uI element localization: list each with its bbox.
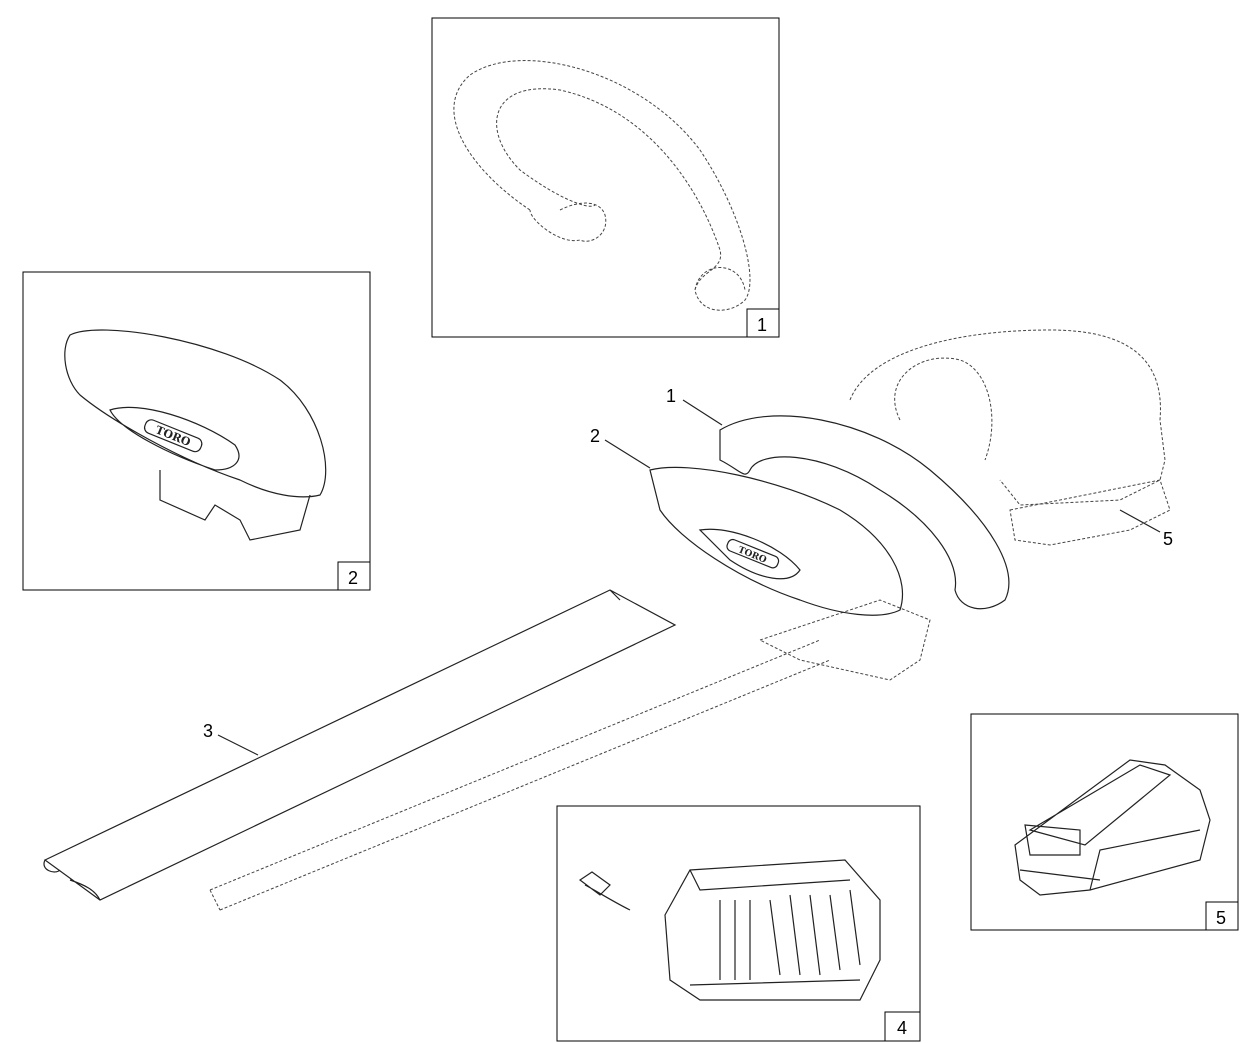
inset-label-2: 2	[348, 568, 358, 588]
blade	[209, 639, 831, 911]
inset-label-5: 5	[1216, 908, 1226, 928]
callout-3: 3	[203, 721, 213, 741]
inset-battery: 5	[970, 713, 1239, 931]
battery-drawing	[1014, 759, 1211, 896]
inset-charger: 4	[556, 805, 921, 1042]
hand-guard-drawing	[64, 329, 327, 541]
callouts: 1 2 3 5	[203, 386, 1173, 756]
charger-drawing	[578, 859, 881, 1001]
inset-label-1: 1	[757, 315, 767, 335]
svg-text:TORO: TORO	[736, 545, 768, 566]
handle-drawing	[453, 60, 751, 311]
hedge-trimmer-assembly: TORO	[43, 329, 1171, 911]
callout-5: 5	[1163, 529, 1173, 549]
blade-sheath	[43, 589, 677, 901]
toro-logo-main: TORO	[726, 538, 780, 569]
inset-hand-guard: 2 TORO	[22, 271, 371, 591]
inset-label-4: 4	[897, 1018, 907, 1038]
callout-2: 2	[590, 426, 600, 446]
callout-1: 1	[666, 386, 676, 406]
inset-handle: 1	[431, 17, 780, 338]
